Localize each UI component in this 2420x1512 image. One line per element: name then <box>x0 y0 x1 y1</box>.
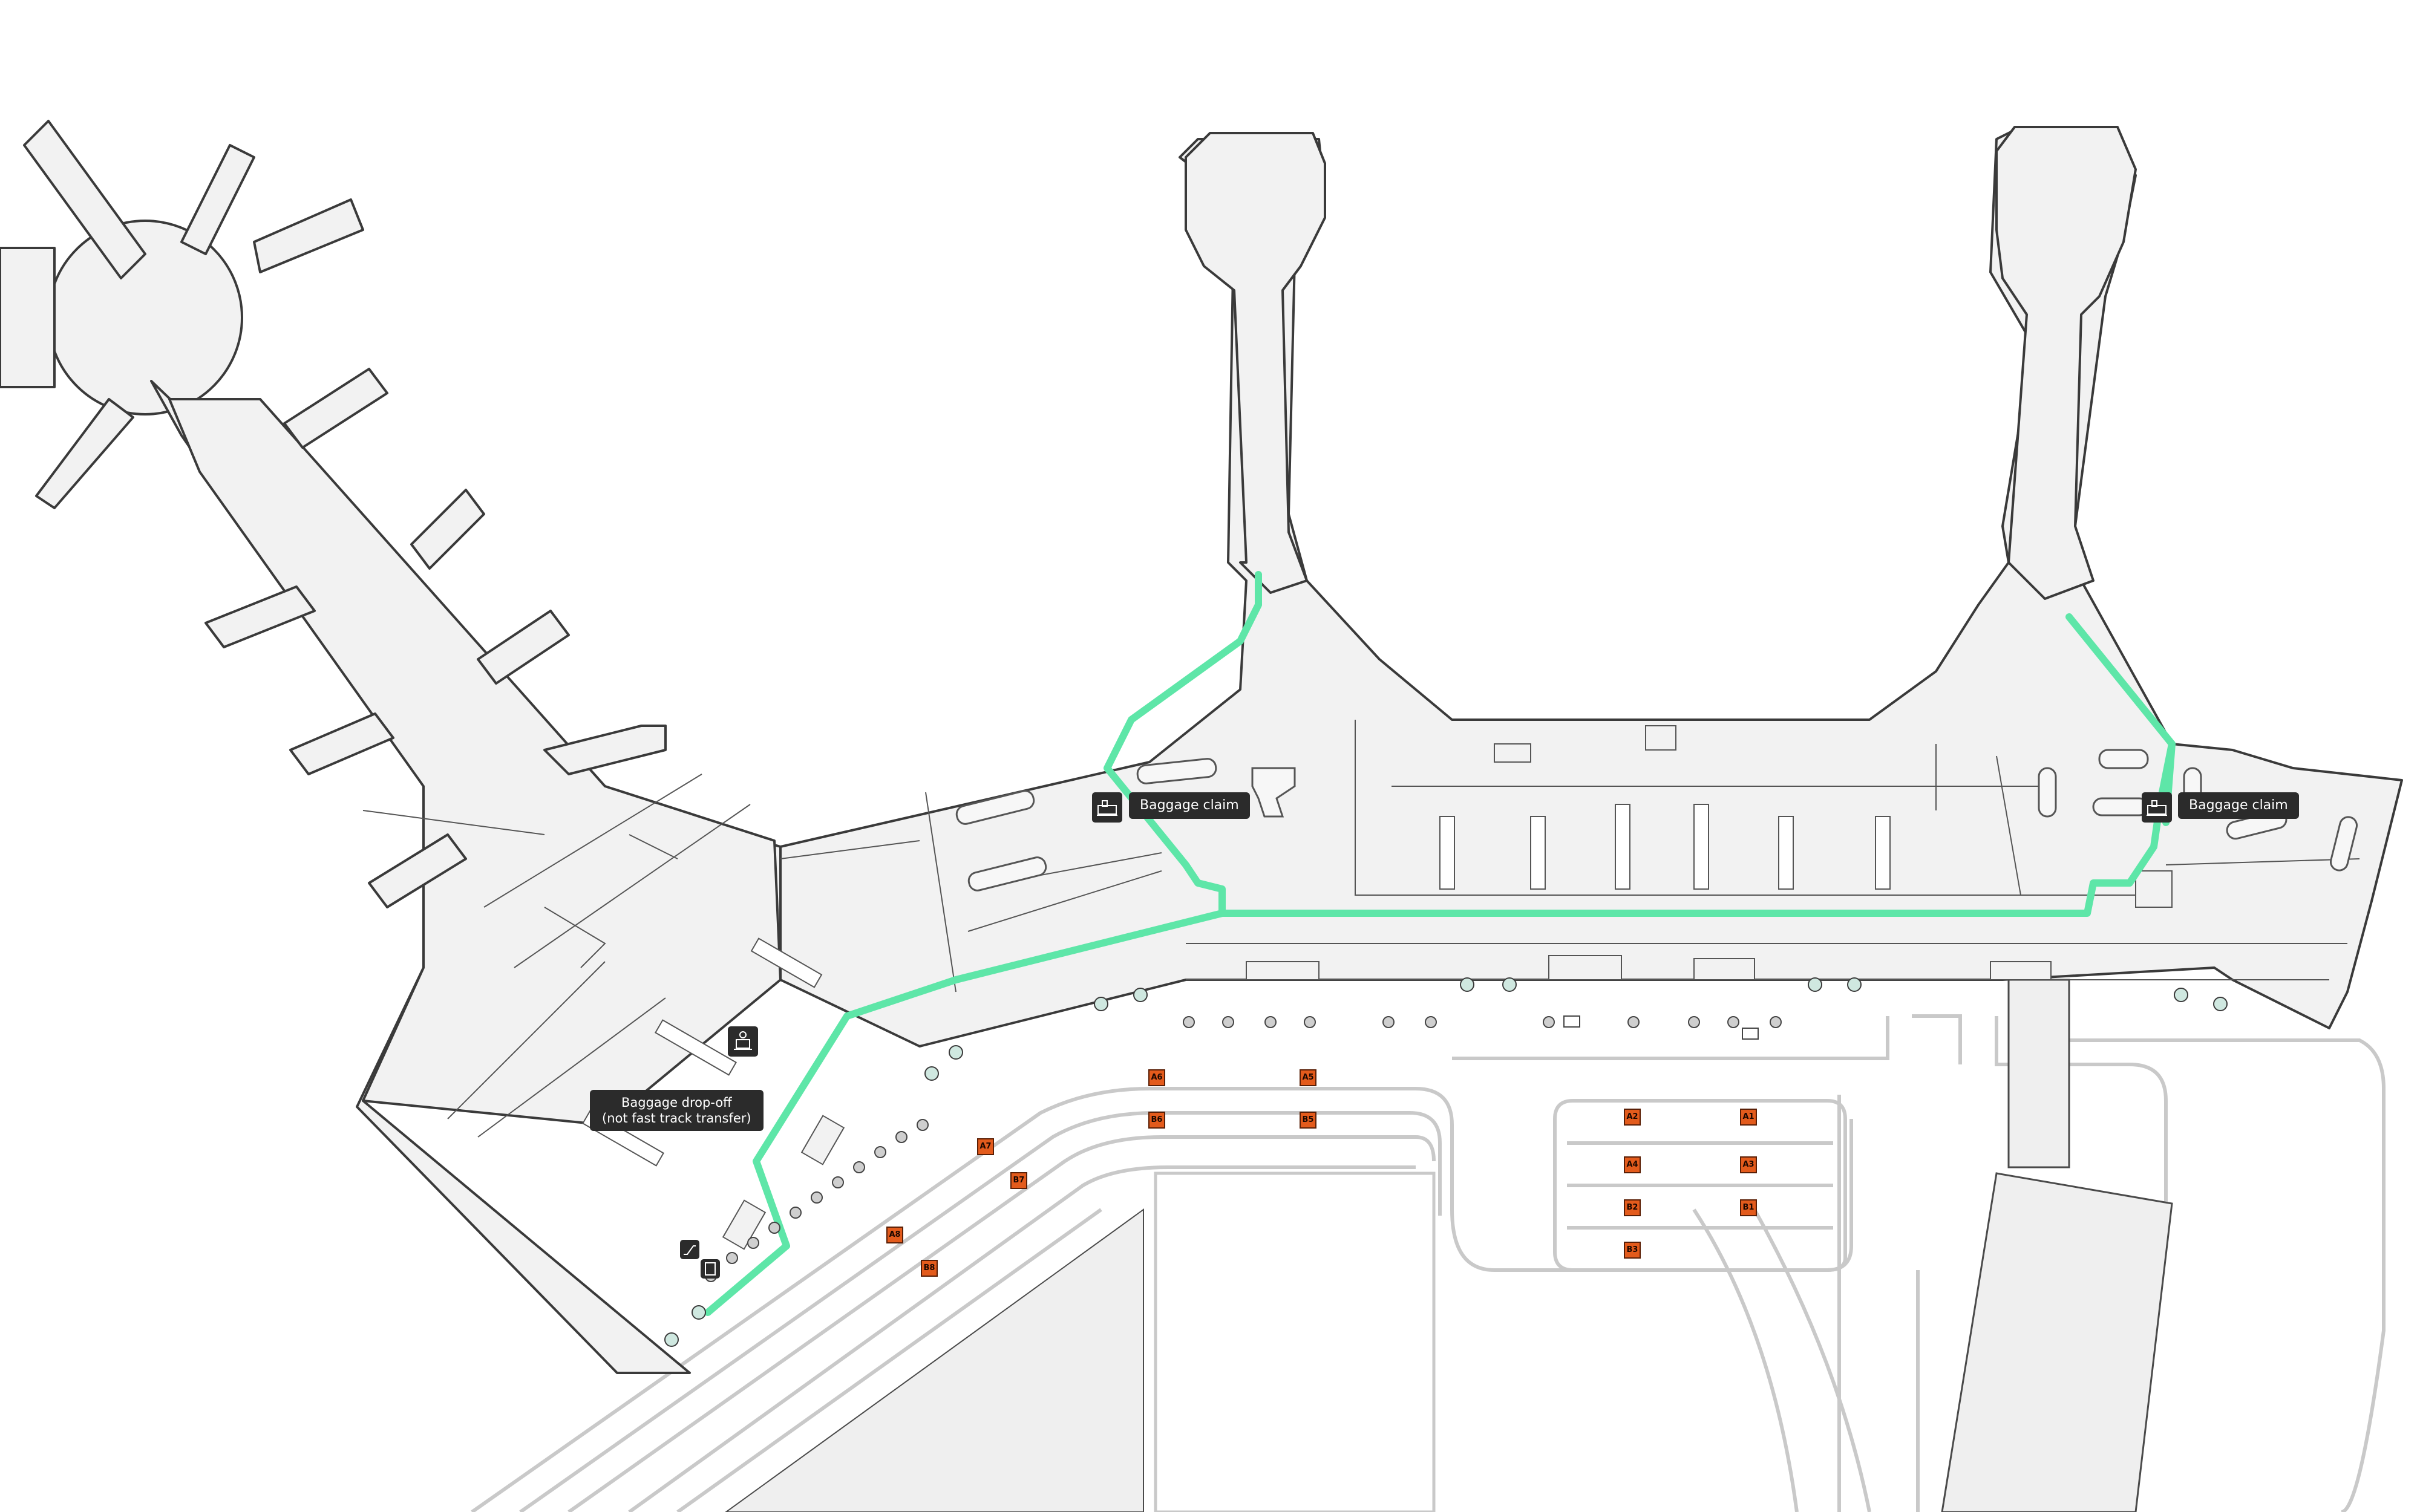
road-forecourt <box>1452 1016 1889 1060</box>
ground-east-parking-structure <box>1941 1172 2173 1512</box>
arm-ne <box>253 198 364 273</box>
stand-marker: A1 <box>1740 1109 1757 1126</box>
arm-nw <box>23 120 146 279</box>
stand-marker: A6 <box>1148 1069 1165 1086</box>
stand-marker: B3 <box>1624 1242 1641 1259</box>
north-pier-left <box>1185 132 1326 594</box>
stand-marker: B6 <box>1148 1112 1165 1129</box>
road-network <box>471 1014 2386 1512</box>
road-far-east-3 <box>1912 1014 1962 1064</box>
baggage-claim-label-right[interactable]: Baggage claim <box>2178 792 2299 819</box>
carousel-2 <box>967 856 1047 891</box>
stand-marker: A5 <box>1300 1069 1316 1086</box>
stand-marker: A4 <box>1624 1156 1641 1173</box>
road-east-1 <box>1692 1208 1799 1512</box>
arm-n <box>180 144 255 255</box>
route-claim-left <box>1104 571 1262 917</box>
stand-marker: B8 <box>921 1260 938 1277</box>
stand-marker: B5 <box>1300 1112 1316 1129</box>
road-parking <box>1553 1099 1847 1272</box>
rotunda <box>47 220 243 415</box>
elevator-icon[interactable] <box>701 1259 720 1279</box>
arm-sw <box>35 398 134 509</box>
road-east-2 <box>1753 1208 1871 1512</box>
arm-w3 <box>368 833 467 908</box>
ground-west <box>725 1208 1144 1512</box>
arm-e3 <box>477 610 570 685</box>
arm-e4 <box>543 725 667 775</box>
arm-w2 <box>289 712 394 775</box>
interior-walls <box>362 720 2360 1138</box>
carousel-10 <box>2330 816 2358 872</box>
baggage-dropoff-icon[interactable] <box>728 1026 758 1057</box>
entrance-markers <box>664 977 2228 1347</box>
north-pier-right <box>1995 126 2137 600</box>
stand-marker: A3 <box>1740 1156 1757 1173</box>
baggage-claim-label-left[interactable]: Baggage claim <box>1129 792 1250 819</box>
stand-marker: B7 <box>1010 1172 1027 1189</box>
road-inner-2 <box>628 1165 1416 1512</box>
facility-blocks <box>722 725 2173 1250</box>
arm-e1 <box>283 368 388 449</box>
stand-marker: A7 <box>977 1138 994 1155</box>
carousel-3 <box>1136 758 1217 784</box>
rotunda-gate-stub <box>0 247 56 388</box>
stand-marker: B1 <box>1740 1199 1757 1216</box>
stand-marker: B2 <box>1624 1199 1641 1216</box>
road-parking-rows <box>1567 1141 1833 1230</box>
escalator-icon[interactable] <box>680 1240 699 1259</box>
carousel-7 <box>2038 767 2057 818</box>
carousel-1 <box>955 790 1035 825</box>
road-far-east-2 <box>2033 1038 2386 1512</box>
taxi-marker-2 <box>1742 1028 1759 1040</box>
car-park <box>1154 1171 1436 1512</box>
road-inner <box>567 1135 1436 1512</box>
arm-w1 <box>204 585 316 648</box>
main-hall <box>779 126 2403 1048</box>
forecourt-bollards <box>705 1016 1782 1282</box>
carousel-4 <box>1251 767 1296 818</box>
dropoff-label-line2: (not fast track transfer) <box>602 1111 751 1126</box>
road-far-east <box>1995 1016 2168 1512</box>
carousel-5 <box>2098 749 2149 769</box>
stand-marker: A8 <box>886 1227 903 1243</box>
ground-east-block <box>2007 979 2070 1168</box>
baggage-claim-icon[interactable] <box>1092 792 1122 823</box>
stand-marker: A2 <box>1624 1109 1641 1126</box>
baggage-dropoff-label[interactable]: Baggage drop-off (not fast track transfe… <box>590 1090 764 1131</box>
arm-e2 <box>410 489 485 570</box>
taxi-marker <box>1563 1015 1580 1028</box>
dropoff-label-line1: Baggage drop-off <box>621 1095 732 1110</box>
carousel-6 <box>2092 797 2149 816</box>
road-south-1 <box>676 1208 1102 1512</box>
baggage-claim-icon[interactable] <box>2142 792 2172 823</box>
